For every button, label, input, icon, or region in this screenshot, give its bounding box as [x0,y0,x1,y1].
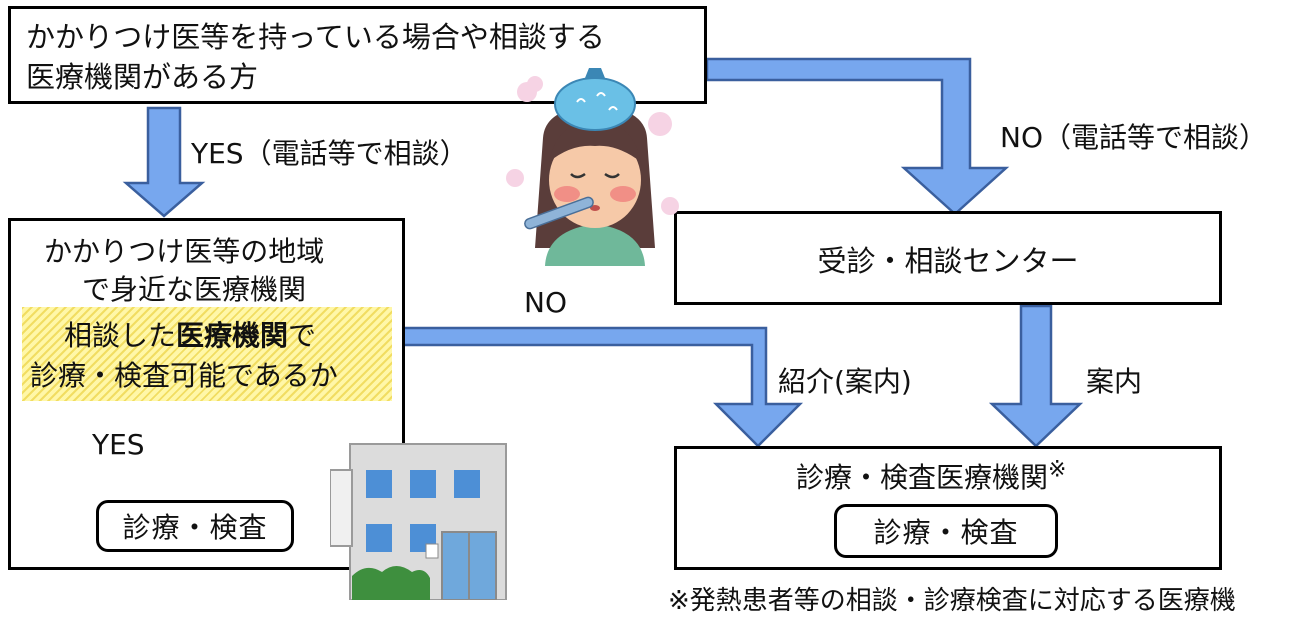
arrow-yes-phone [122,106,206,218]
flow-arrows [122,57,1084,496]
sick-person-illustration [506,68,679,266]
label-yes: YES [92,428,145,461]
exam-institution-title-text: 診療・検査医療機関 [796,461,1049,494]
hospital-building-illustration [330,443,507,600]
institution-exam-pill: 診療・検査 [834,504,1058,558]
label-no-phone: NO（電話等で相談） [1000,121,1267,154]
label-guide: 案内 [1086,365,1143,398]
label-introduce: 紹介(案内) [778,365,912,398]
consultation-center-label: 受診・相談センター [817,244,1079,278]
question-line1-b: 医療機関 [176,319,289,352]
arrow-no-referral [396,326,804,448]
label-no: NO [524,286,567,319]
exam-institution-title: 診療・検査医療機関※ [796,456,1066,496]
question-line2: 診療・検査可能であるか [30,359,338,392]
local-clinic-line2: で身近な医療機関 [82,273,307,306]
local-clinic-line1: かかりつけ医等の地域 [44,235,325,268]
top-box-line2: 医療機関がある方 [26,60,259,94]
top-box-line1: かかりつけ医等を持っている場合や相談する [26,20,605,54]
exam-institution-mark: ※ [1048,457,1067,483]
label-yes-phone: YES（電話等で相談） [191,137,468,170]
local-exam-pill: 診療・検査 [96,500,294,552]
question-highlight [22,307,392,401]
question-line1-c: で [288,319,317,352]
footnote: ※発熱患者等の相談・診療検査に対応する医療機 [668,586,1236,616]
question-line1: 相談した医療機関で [64,314,316,354]
arrow-no-phone [705,57,1010,216]
consultation-center-box [674,211,1222,305]
arrow-guide [988,304,1084,448]
question-line1-a: 相談した [64,319,177,352]
